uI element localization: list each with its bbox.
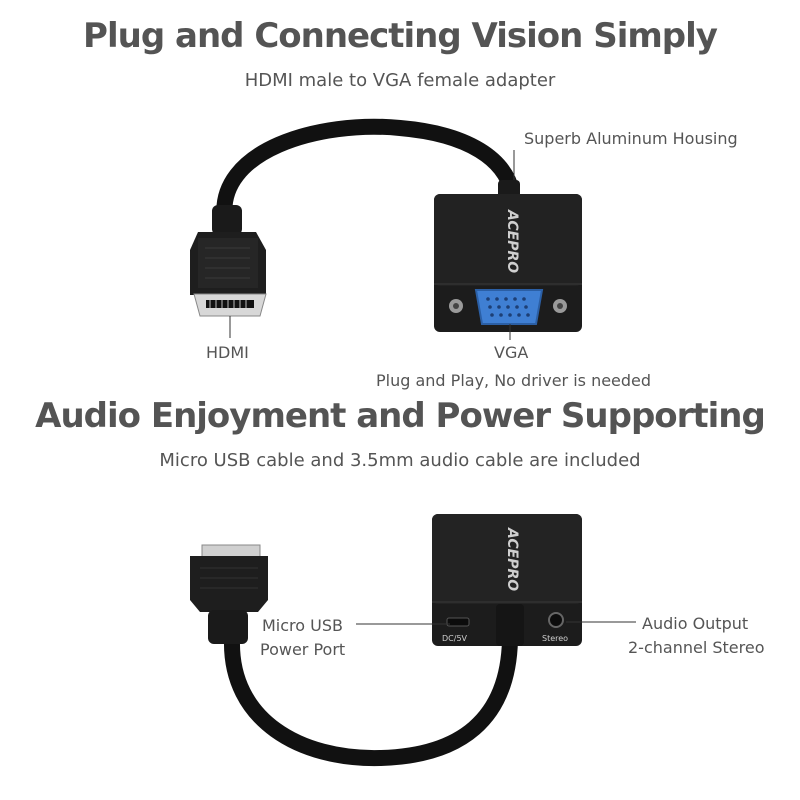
audio-label-line1: Audio Output [642,614,749,633]
section1-title: Plug and Connecting Vision Simply [83,16,718,56]
hdmi-plug-bottom-icon [190,556,268,612]
section2-subtitle: Micro USB cable and 3.5mm audio cable ar… [159,450,641,471]
port-stereo-label: Stereo [542,634,568,643]
vga-label: VGA [494,343,529,362]
section1-subtitle: HDMI male to VGA female adapter [244,70,556,91]
hdmi-strain-relief [212,205,242,235]
plug-play-note: Plug and Play, No driver is needed [376,371,652,390]
bottom-cable [223,632,518,767]
brand-logo-bottom: ACEPRO [504,527,520,591]
audio-label-line2: 2-channel Stereo [628,638,765,657]
housing-label: Superb Aluminum Housing [524,129,738,148]
section2-title: Audio Enjoyment and Power Supporting [35,396,766,436]
audio-jack-icon [548,612,564,628]
top-cable [216,118,520,228]
port-dc-label: DC/5V [442,634,468,643]
brand-logo-top: ACEPRO [504,209,520,273]
usb-label-line1: Micro USB [262,616,343,635]
hdmi-label: HDMI [206,343,249,362]
micro-usb-port-icon [446,617,470,627]
usb-label-line2: Power Port [260,640,346,659]
